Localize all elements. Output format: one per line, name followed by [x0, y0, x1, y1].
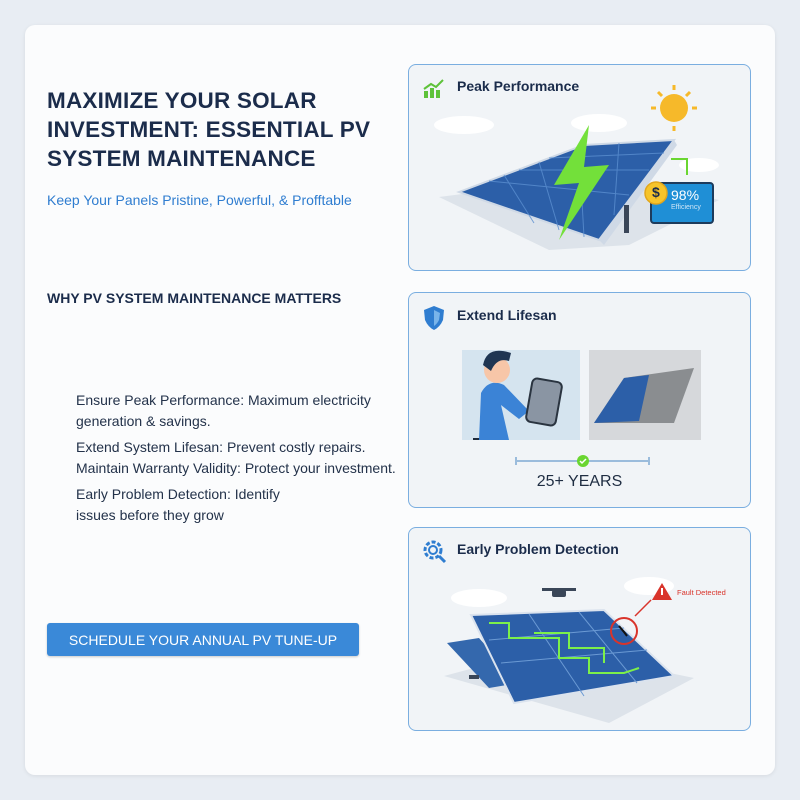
section-heading: WHY PV SYSTEM MAINTENANCE MATTERS [47, 290, 342, 306]
early-detection-card: Early Problem Detection Fault Detected [408, 527, 751, 731]
card-title: Peak Performance [457, 78, 580, 94]
efficiency-value: 98% [671, 187, 700, 203]
solar-panel-illustration [434, 85, 719, 250]
page-subtitle: Keep Your Panels Pristine, Powerful, & P… [47, 192, 352, 208]
peak-performance-card: Peak Performance $ 98% Efficiency [408, 64, 751, 271]
fault-label: Fault Detected [677, 588, 726, 597]
efficiency-label: Efficiency [671, 204, 701, 211]
lifespan-years: 25+ YEARS [536, 473, 623, 490]
list-item: Early Problem Detection: Identify issues… [76, 486, 280, 523]
list-item: Ensure Peak Performance: Maximum electri… [76, 392, 371, 429]
list-item: Extend System Lifesan: Prevent costly re… [76, 439, 396, 476]
schedule-tune-up-button[interactable]: SCHEDULE YOUR ANNUAL PV TUNE-UP [47, 623, 359, 656]
chart-up-icon [423, 79, 445, 104]
extend-lifespan-card: Extend Lifesan 25+ YEARS [408, 292, 751, 508]
card-title: Early Problem Detection [457, 541, 619, 557]
currency-icon: $ [652, 184, 660, 200]
page-title: MAXIMIZE YOUR SOLAR INVESTMENT: ESSENTIA… [47, 88, 371, 171]
card-title: Extend Lifesan [457, 307, 557, 323]
drone-inspection-illustration [444, 577, 694, 723]
gear-search-icon [423, 540, 447, 569]
cleaning-illustration [462, 350, 701, 467]
benefits-list: Ensure Peak Performance: Maximum electri… [76, 390, 421, 531]
shield-icon [423, 305, 445, 336]
